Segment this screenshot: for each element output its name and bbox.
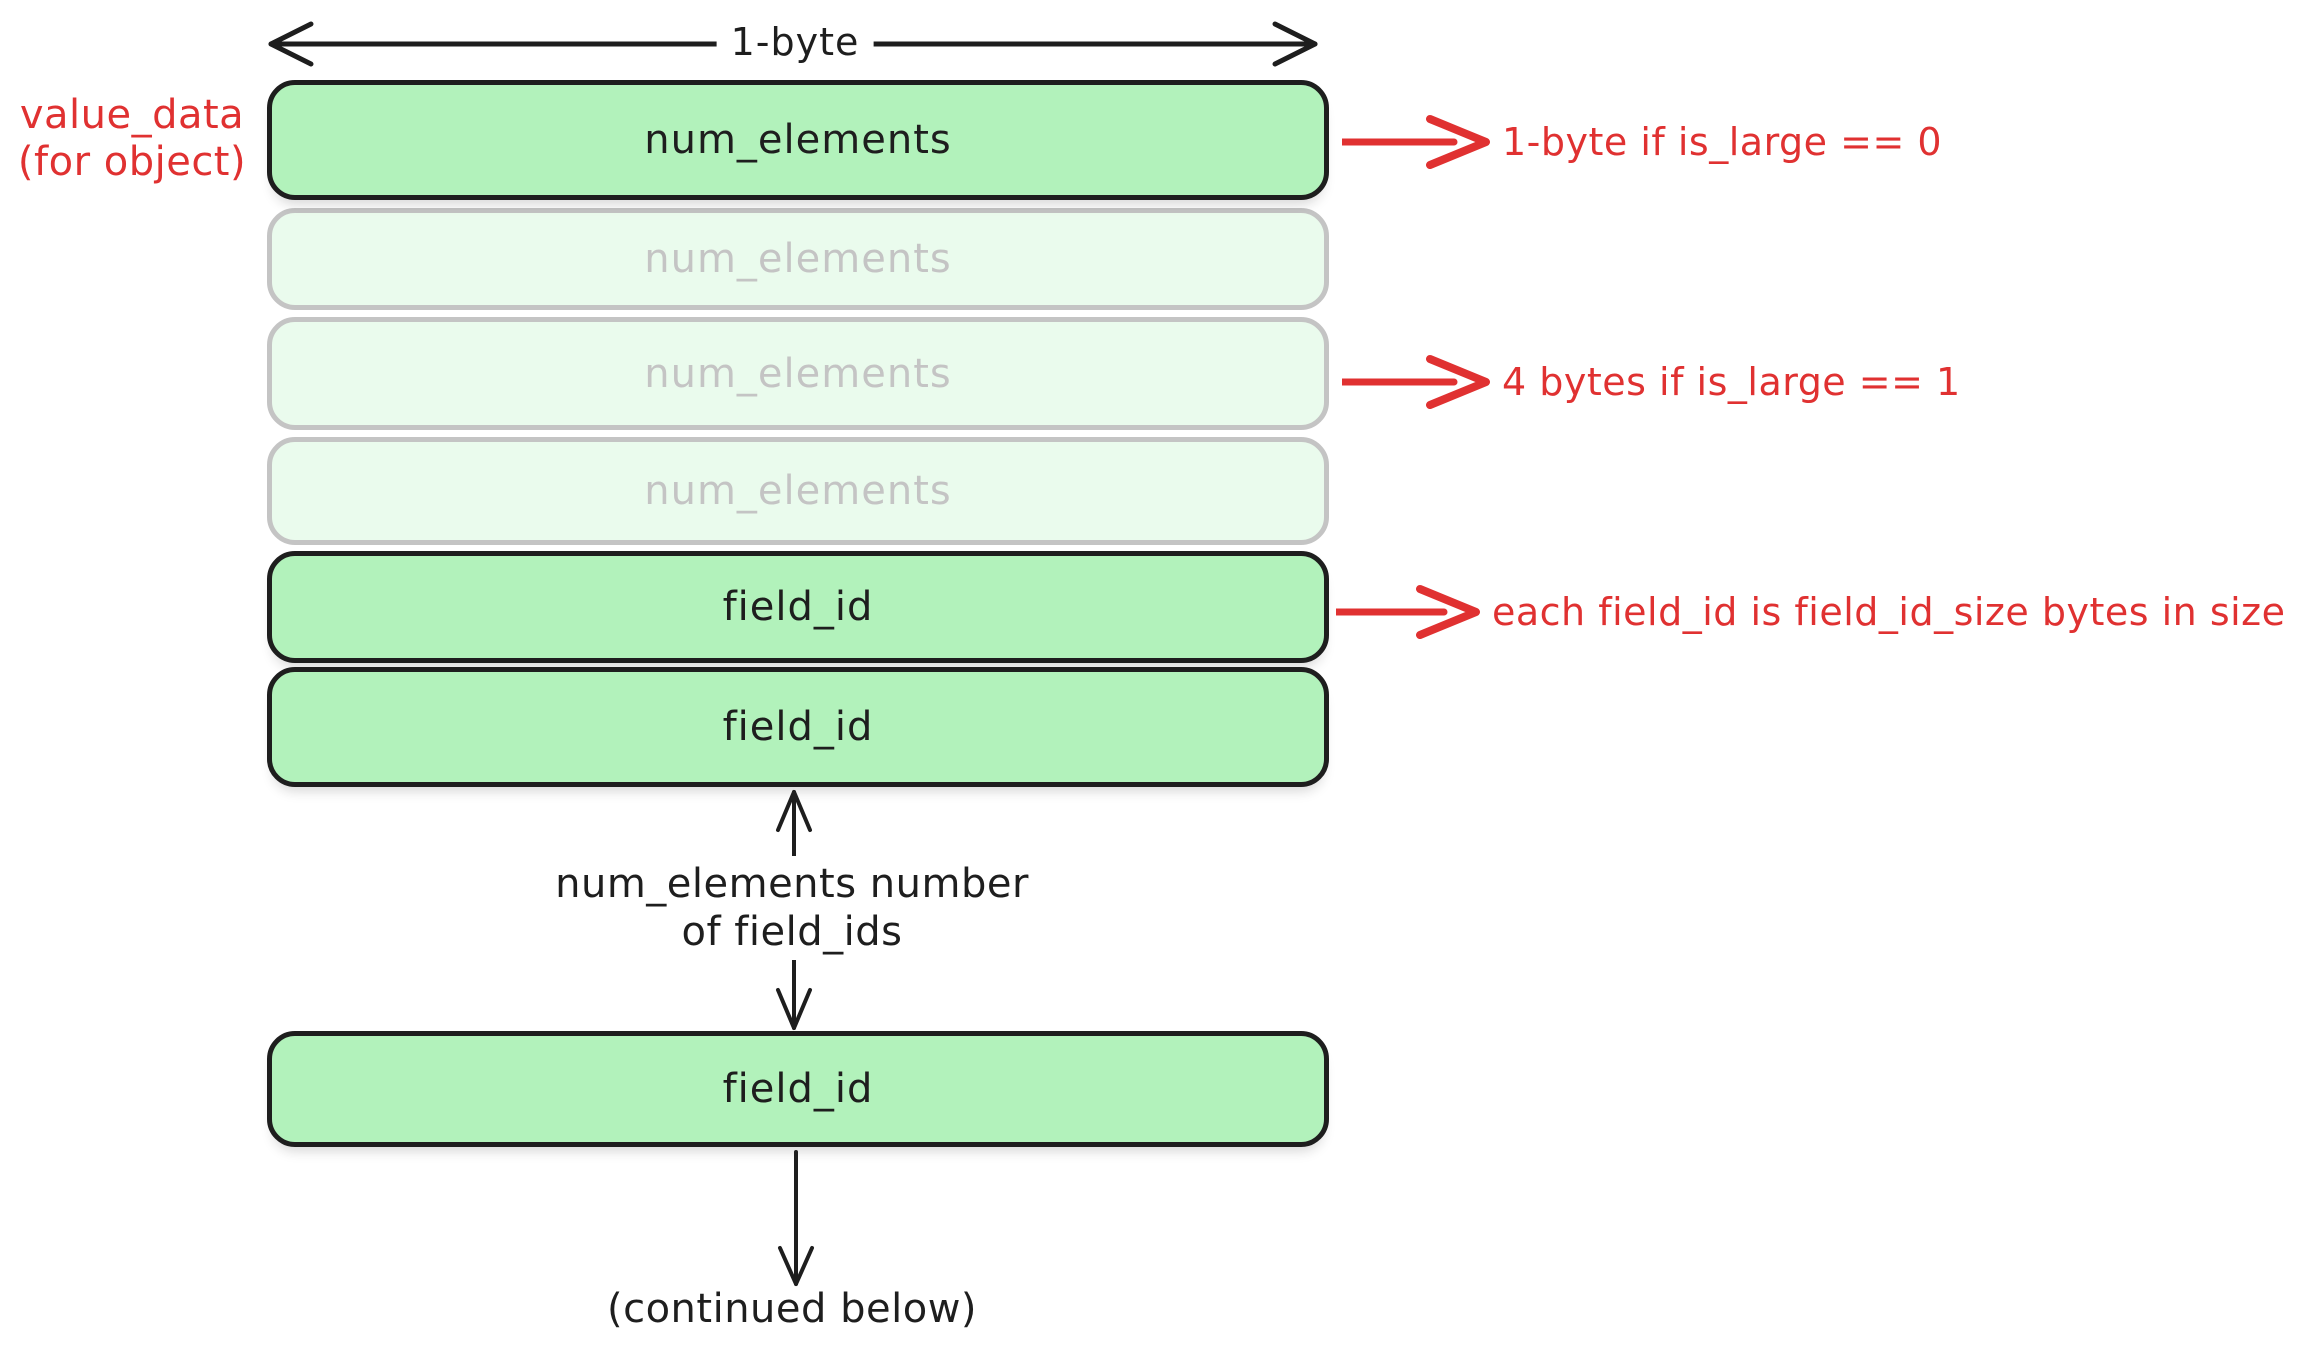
box-label: num_elements <box>644 350 952 397</box>
box-label: field_id <box>722 1066 874 1112</box>
repeat-count-line2: of field_ids <box>681 909 903 955</box>
box-label: field_id <box>722 584 874 630</box>
box-field-id-1: field_id <box>267 551 1329 663</box>
box-num-elements-3-faded: num_elements <box>267 317 1329 430</box>
box-field-id-2: field_id <box>267 667 1329 787</box>
box-label: num_elements <box>644 236 952 282</box>
annotation-field-id-size: each field_id is field_id_size bytes in … <box>1336 582 2286 642</box>
red-arrow-icon <box>1336 585 1480 639</box>
box-label: num_elements <box>644 117 952 163</box>
red-arrow-icon <box>1342 115 1490 169</box>
side-label-line2: (for object) <box>17 139 247 185</box>
repeat-count-label: num_elements number of field_ids <box>543 856 1041 960</box>
red-arrow-icon <box>1342 355 1490 409</box>
annotation-text: each field_id is field_id_size bytes in … <box>1492 590 2286 634</box>
annotation-is-large-0: 1-byte if is_large == 0 <box>1342 112 1942 172</box>
annotation-text: 1-byte if is_large == 0 <box>1502 120 1943 164</box>
continued-below-arrow <box>770 1150 822 1290</box>
repeat-count-line1: num_elements number <box>555 861 1029 907</box>
box-field-id-3: field_id <box>267 1031 1329 1147</box>
value-data-side-label: value_data (for object) <box>4 92 260 186</box>
box-label: field_id <box>722 704 874 750</box>
annotation-text: 4 bytes if is_large == 1 <box>1502 360 1961 404</box>
box-num-elements-4-faded: num_elements <box>267 437 1329 545</box>
box-label: num_elements <box>644 468 952 514</box>
side-label-line1: value_data <box>19 92 245 138</box>
box-num-elements-2-faded: num_elements <box>267 208 1329 310</box>
continued-below-label: (continued below) <box>606 1286 978 1332</box>
box-num-elements-1: num_elements <box>267 80 1329 200</box>
down-arrow-icon <box>778 1150 814 1286</box>
annotation-is-large-1: 4 bytes if is_large == 1 <box>1342 352 1961 412</box>
byte-width-label: 1-byte <box>716 20 874 64</box>
